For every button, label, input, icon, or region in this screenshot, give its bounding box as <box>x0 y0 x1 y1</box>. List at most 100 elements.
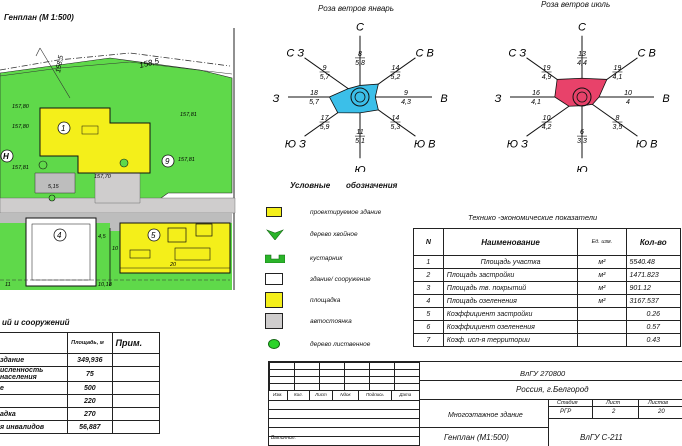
rose-value-bottom: 3,3 <box>577 138 587 145</box>
stamp-code-top: ВлГУ 270800 <box>520 369 566 378</box>
legend-item: площадка <box>262 291 340 309</box>
rose-value-top: 9 <box>404 90 408 97</box>
stage-value: РГР <box>560 409 572 415</box>
rose-value-top: 16 <box>532 90 540 97</box>
project-building-swatch <box>266 207 282 217</box>
performer-label: Выполнил: <box>271 435 296 441</box>
legend-item: дерево лиственное <box>262 336 370 352</box>
svg-text:4,5: 4,5 <box>98 234 107 240</box>
rose-value-top: 14 <box>392 65 400 72</box>
stage-label: Лист <box>606 400 621 406</box>
legend-item: дерево хвойное <box>262 226 358 242</box>
rose-value-bottom: 4,3 <box>401 99 411 106</box>
rose-direction-label: Ю <box>354 164 365 172</box>
rose-value-bottom: 5,7 <box>309 99 320 106</box>
rose-direction-label: В <box>440 93 447 105</box>
rose-direction-label: С В <box>416 47 434 59</box>
legend-heading-right: обозначения <box>346 181 398 190</box>
rose-value-bottom: 5,2 <box>391 74 401 81</box>
rose-value-top: 10 <box>543 115 551 122</box>
svg-text:157,80: 157,80 <box>12 104 30 110</box>
stamp-col: Кол. <box>288 390 311 400</box>
rose-direction-label: С З <box>286 47 304 59</box>
wind-rose-jan: 85,8145,294,3145,3115,1175,9185,795,7СС … <box>273 22 448 172</box>
legend-item: здание/ сооружение <box>262 271 371 287</box>
stamp-col: Дата <box>399 392 412 397</box>
svg-text:Н: Н <box>3 152 9 161</box>
rose-direction-label: С В <box>638 47 656 59</box>
svg-text:10: 10 <box>112 246 119 252</box>
svg-text:5,15: 5,15 <box>48 184 60 190</box>
stamp-col: Изм. <box>269 390 288 400</box>
tep-title: Технико -экономические показатели <box>468 213 598 222</box>
svg-text:157,70: 157,70 <box>94 174 112 180</box>
legend-item: автостоянка <box>262 312 352 330</box>
rose-direction-label: Ю З <box>507 139 528 151</box>
rose-value-top: 14 <box>392 115 400 122</box>
svg-text:11: 11 <box>5 282 11 288</box>
conifer-tree-icon <box>266 229 284 240</box>
svg-text:4: 4 <box>57 231 62 240</box>
building-number: 5 <box>151 231 156 240</box>
rose-direction-label: С <box>578 22 586 34</box>
rose-value-bottom: 4,4 <box>577 60 587 67</box>
building-number: 4 <box>57 231 62 240</box>
rose-direction-label: В <box>662 93 669 105</box>
svg-text:157,81: 157,81 <box>178 157 195 163</box>
rose-direction-label: З <box>495 93 502 105</box>
rose-value-top: 9 <box>323 65 327 72</box>
playground-swatch <box>265 292 283 308</box>
rose-center <box>350 87 370 107</box>
svg-text:157,81: 157,81 <box>180 112 197 118</box>
stamp-location: Россия, г.Белгород <box>516 385 589 394</box>
deciduous-tree-icon <box>268 339 280 349</box>
stage-label: Листов <box>648 400 669 406</box>
wind-rose-jul-title: Роза ветров июль <box>541 0 611 9</box>
svg-text:5: 5 <box>151 231 156 240</box>
rose-value-bottom: 4 <box>626 99 630 106</box>
dim-label: 158,5 <box>55 55 65 74</box>
title-block: Изм. Кол. Лист Nдок Подпись Дата Выполни… <box>268 361 682 446</box>
rose-value-top: 19 <box>614 65 622 72</box>
rose-value-top: 11 <box>356 129 363 136</box>
rose-value-bottom: 3,5 <box>613 124 623 131</box>
rose-direction-label: С З <box>508 47 526 59</box>
building-structure-swatch <box>265 273 283 285</box>
stage-label: Стадия <box>557 400 578 406</box>
svg-text:10,18: 10,18 <box>98 282 113 288</box>
rose-polygon <box>328 83 379 114</box>
rose-value-top: 18 <box>310 90 318 97</box>
rose-value-bottom: 5,8 <box>355 60 365 67</box>
rose-value-top: 17 <box>321 115 330 122</box>
svg-text:9: 9 <box>165 157 170 166</box>
rose-value-top: 8 <box>615 115 619 122</box>
svg-text:157,81: 157,81 <box>12 165 29 171</box>
stage-value: 2 <box>612 409 616 415</box>
rose-value-top: 13 <box>578 51 586 58</box>
svg-text:1: 1 <box>61 124 65 133</box>
marker-letter: Н <box>3 152 9 161</box>
parking-swatch <box>265 313 283 329</box>
site-plan: 158,5 158,5 1 4 5 9 Н 157,80 157,80 157,… <box>0 28 236 290</box>
rose-value-bottom: 4,1 <box>531 99 541 106</box>
tep-header-row: N Наименование Ед. изм. Кол-во <box>413 228 682 256</box>
rose-direction-label: С <box>356 22 364 34</box>
rose-value-bottom: 4,2 <box>542 124 552 131</box>
legend-heading-left: Условные <box>290 181 331 190</box>
building-number: 1 <box>61 124 65 133</box>
rose-direction-label: Ю В <box>636 139 658 151</box>
rose-value-top: 8 <box>358 51 362 58</box>
rose-direction-label: З <box>273 93 280 105</box>
plan-title: Генплан (М 1:500) <box>4 13 74 22</box>
rose-value-bottom: 4,1 <box>613 74 623 81</box>
svg-text:20: 20 <box>169 262 177 268</box>
rose-direction-label: Ю <box>576 164 587 172</box>
